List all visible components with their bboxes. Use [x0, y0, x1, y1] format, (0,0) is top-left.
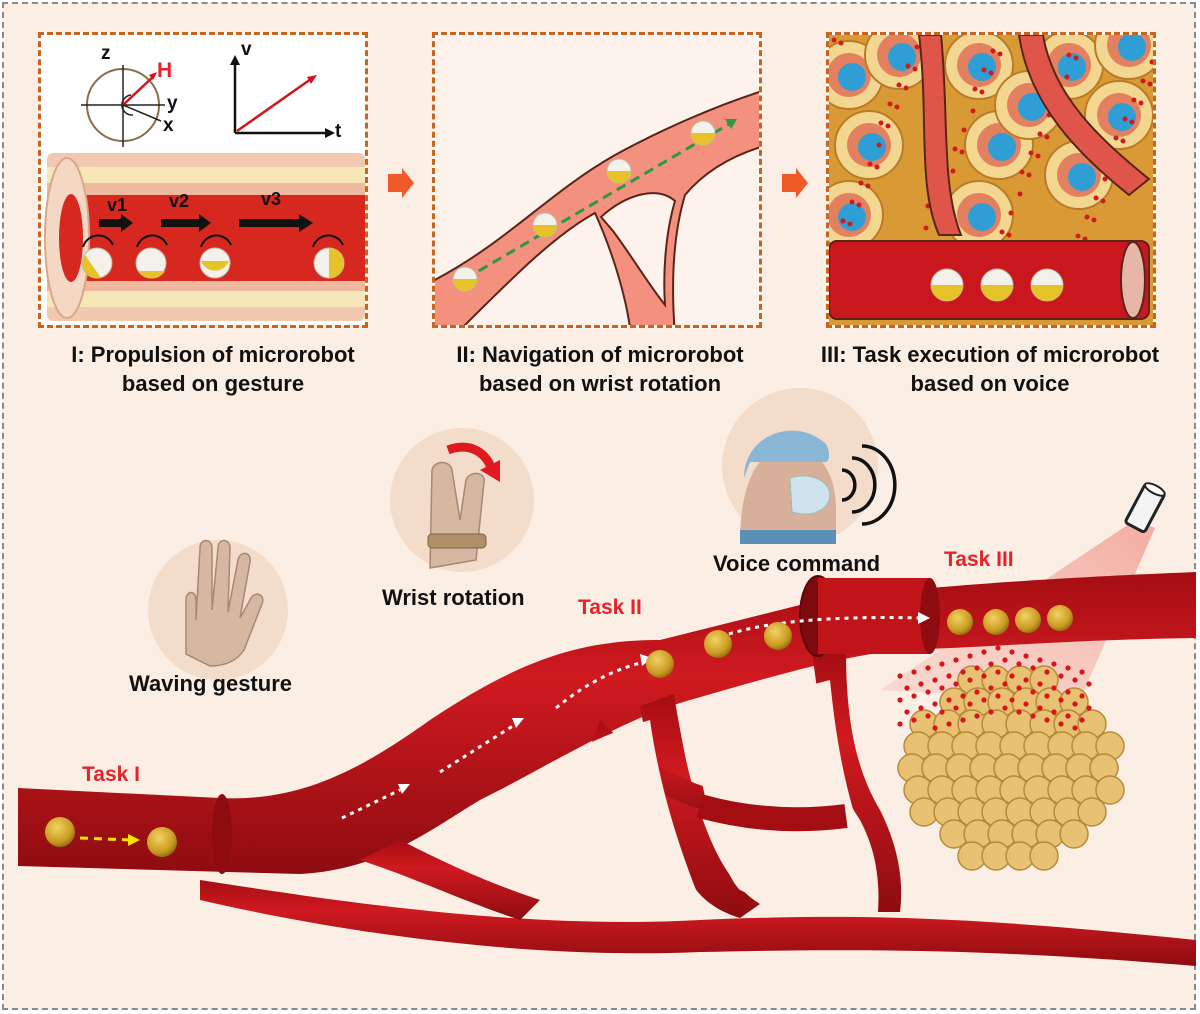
- panel-navigation: [432, 32, 762, 328]
- branching-vessel: [435, 91, 759, 325]
- field-h-label: H: [157, 59, 172, 82]
- microrobot-group-panel1: [81, 234, 345, 279]
- graph-v-label: v: [241, 39, 252, 60]
- velocity-v1-label: v1: [107, 195, 127, 215]
- caption-line: III: Task execution of microrobot: [820, 342, 1160, 367]
- surgeon-icon: [722, 388, 897, 544]
- microrobots-in-vessel: [45, 605, 1073, 857]
- caption-panel1: I: Propulsion of microrobot based on ges…: [23, 340, 403, 398]
- velocity-time-graph: [230, 55, 335, 138]
- step-arrow-icon: [782, 168, 808, 198]
- axis-x-label: x: [163, 115, 174, 136]
- task-2-label: Task II: [578, 596, 642, 619]
- voice-command-label: Voice command: [713, 551, 881, 576]
- panel-task-execution: [826, 32, 1156, 328]
- tumor-mass: [897, 665, 1125, 871]
- waving-gesture-label: Waving gesture: [129, 671, 292, 696]
- caption-panel3: III: Task execution of microrobot based …: [800, 340, 1180, 398]
- magnetic-axes-icon: [81, 65, 165, 147]
- task-3-label: Task III: [944, 548, 1014, 571]
- microrobot-group-panel2: [452, 120, 716, 292]
- waving-hand-icon: [148, 539, 288, 680]
- released-drug-particles: [897, 645, 1092, 731]
- axis-z-label: z: [101, 43, 111, 64]
- microrobot-group-panel3: [930, 268, 1064, 302]
- caption-line: based on gesture: [121, 371, 305, 396]
- caption-line: II: Navigation of microrobot: [456, 342, 744, 367]
- wrist-rotation-icon: [390, 428, 534, 572]
- wrist-rotation-label: Wrist rotation: [382, 585, 525, 610]
- caption-line: based on wrist rotation: [478, 371, 722, 396]
- flow-arrows: [79, 612, 930, 846]
- caption-line: I: Propulsion of microrobot: [71, 342, 355, 367]
- velocity-v2-label: v2: [169, 191, 189, 211]
- caption-panel2: II: Navigation of microrobot based on wr…: [410, 340, 790, 398]
- axis-y-label: y: [167, 93, 178, 114]
- caption-line: based on voice: [910, 371, 1070, 396]
- panel-propulsion: z H y x v t v1 v2: [38, 32, 368, 328]
- step-arrow-icon: [388, 168, 414, 198]
- main-blood-vessel: [18, 572, 1196, 966]
- light-source-icon: [1124, 482, 1166, 534]
- task-1-label: Task I: [82, 763, 140, 786]
- velocity-v3-label: v3: [261, 189, 281, 209]
- graph-t-label: t: [335, 121, 342, 142]
